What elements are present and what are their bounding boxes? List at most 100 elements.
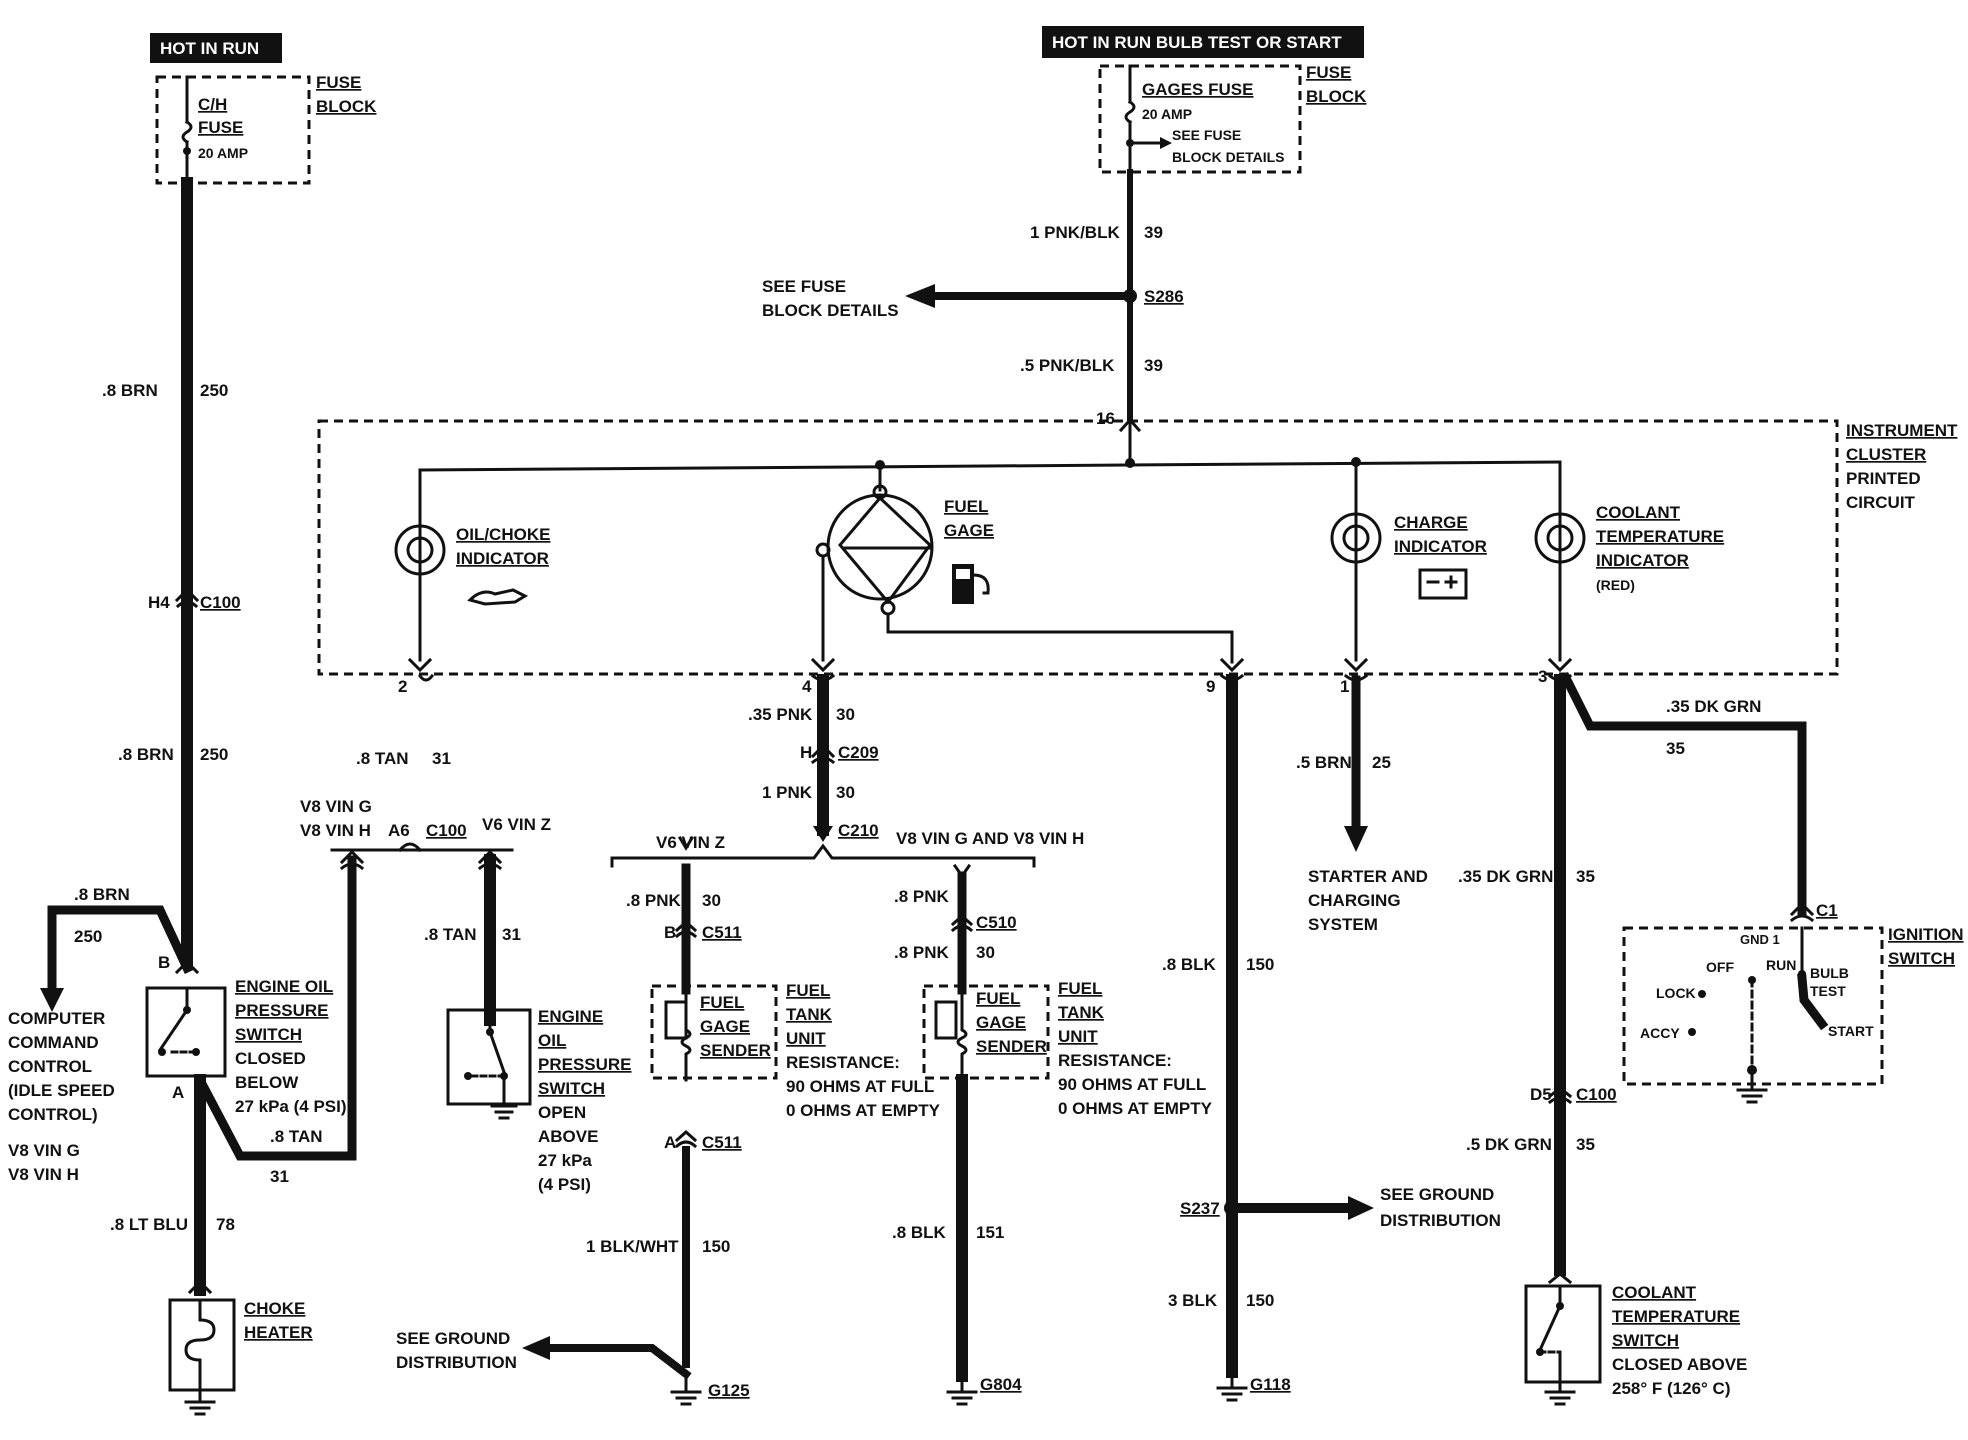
- wire-brn-to-computer: [47, 905, 193, 995]
- eops1-l1: ENGINE OIL: [235, 977, 333, 996]
- oil-choke-indicator-bulb: [394, 524, 446, 576]
- header-right: HOT IN RUN BULB TEST OR START: [1052, 33, 1342, 52]
- coolant-temp-switch-box: [1524, 1284, 1602, 1384]
- blk8b-num: 150: [1246, 955, 1274, 974]
- header-right-bg: [1042, 26, 1364, 58]
- g118-label: G118: [1250, 1375, 1291, 1394]
- eops2-l8: (4 PSI): [538, 1175, 591, 1194]
- sender2-r2: 90 OHMS AT FULL: [1058, 1075, 1206, 1094]
- ltblu-num: 78: [216, 1215, 235, 1234]
- ground-symbol-cts: [1544, 1390, 1576, 1406]
- sender1-r1: RESISTANCE:: [786, 1053, 900, 1072]
- dkgrn35a-size: .35 DK GRN: [1666, 697, 1761, 716]
- gages-fuse-name: GAGES FUSE: [1142, 80, 1253, 99]
- tan-right-size: .8 TAN: [424, 925, 477, 944]
- ground-symbol-choke: [184, 1390, 216, 1416]
- blk3-num: 150: [1246, 1291, 1274, 1310]
- vin-v8g: V8 VIN G: [300, 797, 372, 816]
- conn-c100a: C100: [200, 593, 241, 612]
- wire-w1-size: 1 PNK/BLK: [1030, 223, 1120, 242]
- blkwht-size: 1 BLK/WHT: [586, 1237, 679, 1256]
- brn5-size: .5 BRN: [1296, 753, 1352, 772]
- choke-heater-coil: [184, 1298, 216, 1394]
- starter-l3: SYSTEM: [1308, 915, 1378, 934]
- see-gnd-right-l2: DISTRIBUTION: [1380, 1211, 1501, 1230]
- dkgrn5-num: 35: [1576, 1135, 1595, 1154]
- eops1-l6: 27 kPa (4 PSI): [235, 1097, 347, 1116]
- oil-ind-line1: OIL/CHOKE: [456, 525, 550, 544]
- blk3-size: 3 BLK: [1168, 1291, 1218, 1310]
- blk8-num: 151: [976, 1223, 1004, 1242]
- eops2-l6: ABOVE: [538, 1127, 598, 1146]
- see-gnd-left-l1: SEE GROUND: [396, 1329, 510, 1348]
- choke-l2: HEATER: [244, 1323, 313, 1342]
- dkgrn5-size: .5 DK GRN: [1466, 1135, 1552, 1154]
- wire-w2-size: .5 PNK/BLK: [1020, 356, 1115, 375]
- fuse-left-symbol: [181, 119, 193, 145]
- sender1-r3: 0 OHMS AT EMPTY: [786, 1101, 941, 1120]
- fuse-left-block1: FUSE: [316, 73, 361, 92]
- tan-right-num: 31: [502, 925, 521, 944]
- conn-c210: C210: [838, 821, 879, 840]
- header-left-bg: [150, 33, 282, 63]
- sender2-l3: SENDER: [976, 1037, 1047, 1056]
- brn5-num: 25: [1372, 753, 1391, 772]
- ign-gnd1: GND 1: [1740, 932, 1780, 947]
- eops2-l3: PRESSURE: [538, 1055, 632, 1074]
- pin-b: B: [158, 953, 170, 972]
- wire-dkgrn-35-ign: [1559, 671, 1807, 917]
- conn-c209: C209: [838, 743, 879, 762]
- sender1-r2: 90 OHMS AT FULL: [786, 1077, 934, 1096]
- fuse-left-line1: C/H: [198, 95, 227, 114]
- oil-can-icon: [467, 588, 529, 606]
- vin-v8h-bottom: V8 VIN H: [8, 1165, 79, 1184]
- g125-label: G125: [708, 1381, 750, 1400]
- ignition-l2: SWITCH: [1888, 949, 1955, 968]
- pin-2: 2: [398, 677, 407, 696]
- conn-h4: H4: [148, 593, 170, 612]
- pnk8a-num: 30: [702, 891, 721, 910]
- computer-l3: CONTROL: [8, 1057, 92, 1076]
- sender1-l1: FUEL: [700, 993, 744, 1012]
- pnk1-size: 1 PNK: [762, 783, 813, 802]
- header-left: HOT IN RUN: [160, 39, 259, 58]
- see-fuse-line1: SEE FUSE: [762, 277, 846, 296]
- gages-fuse-see2: BLOCK DETAILS: [1172, 149, 1285, 165]
- coolant-ind-line1: COOLANT: [1596, 503, 1681, 522]
- sender2-r1: RESISTANCE:: [1058, 1051, 1172, 1070]
- dkgrn35b-num: 35: [1576, 867, 1595, 886]
- conn-c100c: C100: [1576, 1085, 1617, 1104]
- ign-bulb1: BULB: [1810, 965, 1849, 981]
- ground-symbol-ignition: [1736, 1072, 1768, 1104]
- conn-b: B: [664, 923, 676, 942]
- pnk35-num: 30: [836, 705, 855, 724]
- sender1-t2: TANK: [786, 1005, 833, 1024]
- coolant-ind-line4: (RED): [1596, 577, 1635, 593]
- sender1-l3: SENDER: [700, 1041, 771, 1060]
- ign-start: START: [1828, 1023, 1874, 1039]
- pin-3: 3: [1538, 667, 1547, 686]
- brn-mid-num: 250: [200, 745, 228, 764]
- pnk8c-size: .8 PNK: [894, 943, 950, 962]
- fuse-left-rating: 20 AMP: [198, 145, 248, 161]
- conn-c510: C510: [976, 913, 1017, 932]
- tan-top-num: 31: [432, 749, 451, 768]
- eops2-l7: 27 kPa: [538, 1151, 592, 1170]
- g804-label: G804: [980, 1375, 1022, 1394]
- fuse-block-left: [155, 75, 311, 185]
- see-gnd-left-l2: DISTRIBUTION: [396, 1353, 517, 1372]
- splice-s237-label: S237: [1180, 1199, 1220, 1218]
- sender2-l1: FUEL: [976, 989, 1020, 1008]
- pnk8c-num: 30: [976, 943, 995, 962]
- coolant-temp-switch-blade: [1538, 1304, 1562, 1352]
- charge-ind-line2: INDICATOR: [1394, 537, 1487, 556]
- charge-indicator-bulb: [1330, 512, 1382, 564]
- wire-tan-31-left: [193, 855, 357, 1161]
- blk8-size: .8 BLK: [892, 1223, 947, 1242]
- starter-l1: STARTER AND: [1308, 867, 1428, 886]
- conn-d5: D5: [1530, 1085, 1552, 1104]
- pin-16: 16: [1096, 409, 1115, 428]
- ground-g125: [670, 1376, 702, 1406]
- cts-l5: 258° F (126° C): [1612, 1379, 1730, 1398]
